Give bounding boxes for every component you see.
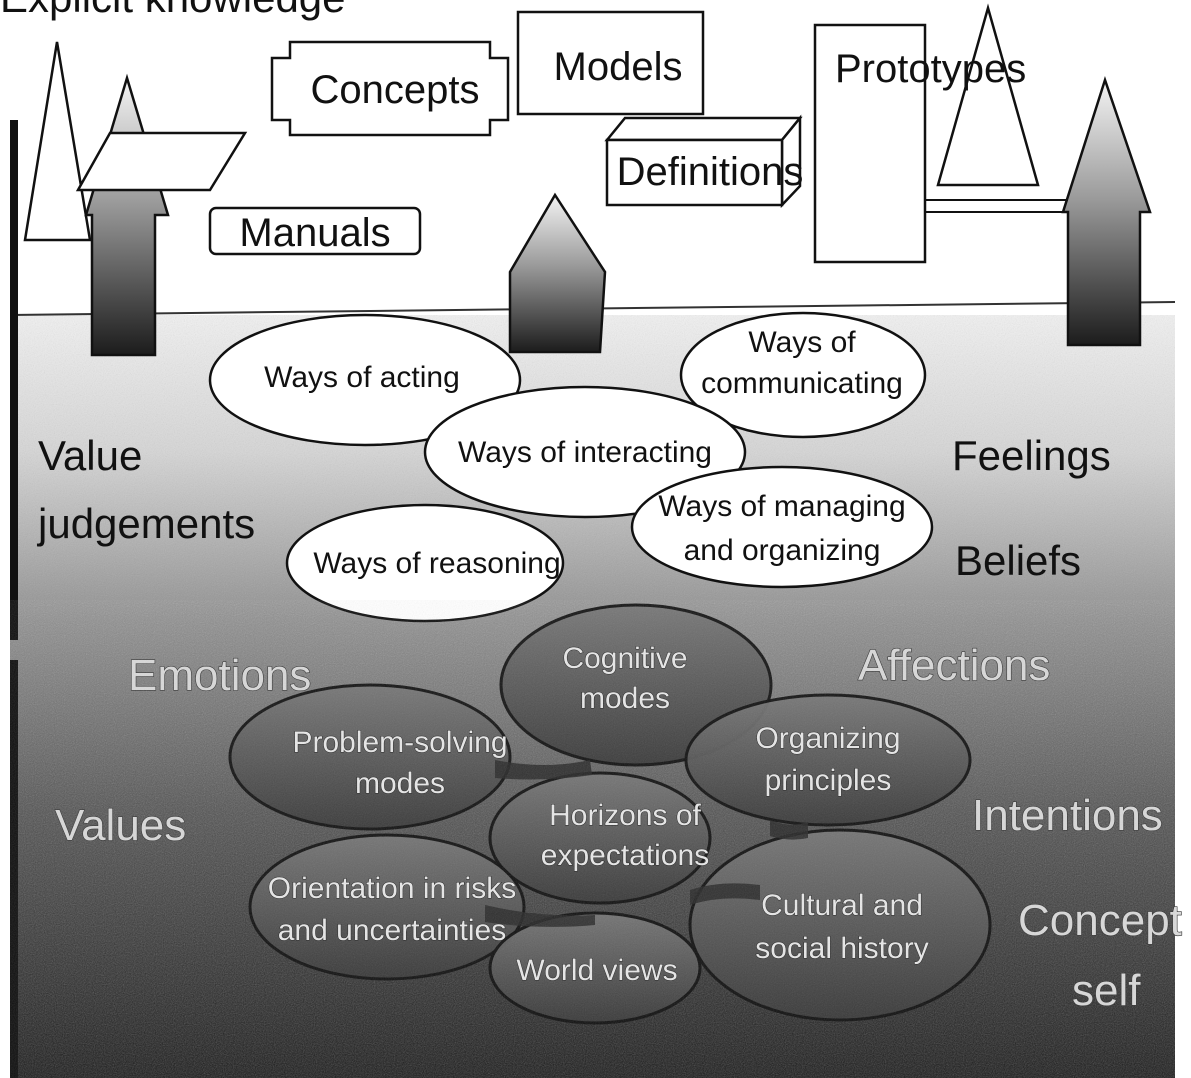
texture-overlay bbox=[10, 600, 1175, 1078]
manuals-label: Manuals bbox=[239, 211, 390, 255]
models-box: Models bbox=[516, 10, 705, 116]
value-judgements-label-1: Value bbox=[38, 432, 142, 479]
oval-ways-of-interacting: Ways of interacting bbox=[423, 385, 747, 519]
oval-ways-of-acting: Ways of acting bbox=[208, 313, 522, 447]
arrow-left-icon bbox=[23, 41, 170, 357]
definitions-box: Definitions bbox=[604, 114, 804, 209]
definitions-label: Definitions bbox=[617, 150, 804, 194]
parallelogram-shape bbox=[75, 131, 248, 192]
oval-ways-of-managing: Ways of managing and organizing bbox=[630, 465, 934, 589]
ways-reasoning-label: Ways of reasoning bbox=[313, 547, 560, 580]
beliefs-label: Beliefs bbox=[955, 537, 1081, 584]
arrow-right-icon bbox=[1061, 76, 1152, 347]
models-label: Models bbox=[554, 45, 683, 89]
ways-managing-label-1: Ways of managing bbox=[658, 490, 905, 523]
oval-ways-of-reasoning: Ways of reasoning bbox=[285, 503, 565, 623]
prototypes-label: Prototypes bbox=[835, 47, 1026, 91]
ways-communicating-label-2: communicating bbox=[701, 367, 903, 400]
concepts-label: Concepts bbox=[311, 68, 480, 112]
ways-acting-label: Ways of acting bbox=[264, 361, 460, 394]
diagram-title: Explicit knowledge bbox=[0, 0, 346, 21]
arrow-center-icon bbox=[508, 192, 607, 354]
concepts-box: Concepts bbox=[270, 40, 510, 137]
feelings-label: Feelings bbox=[952, 432, 1111, 479]
value-judgements-label-2: judgements bbox=[36, 500, 255, 547]
ways-interacting-label: Ways of interacting bbox=[458, 436, 712, 469]
ways-managing-label-2: and organizing bbox=[684, 534, 881, 567]
ways-communicating-label-1: Ways of bbox=[748, 326, 856, 359]
prototypes-box: Prototypes bbox=[813, 3, 1068, 264]
oval-ways-of-communicating: Ways of communicating bbox=[679, 311, 927, 439]
manuals-box: Manuals bbox=[208, 206, 422, 256]
